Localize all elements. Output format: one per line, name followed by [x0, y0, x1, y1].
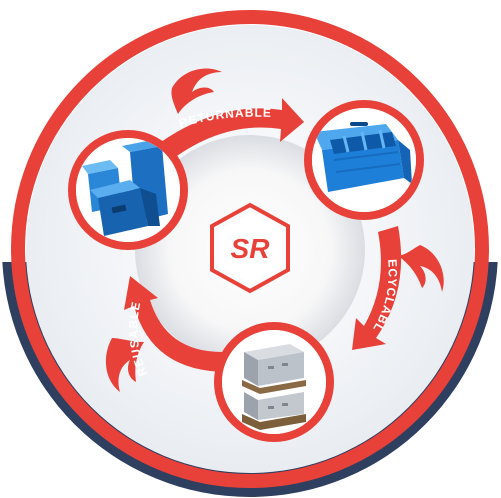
- swoosh-top-icon: [171, 68, 222, 114]
- logo-hexagon: [210, 202, 290, 294]
- blue-plastic-crate-icon: [312, 108, 416, 212]
- blue-corrugated-boxes-icon: [76, 138, 180, 242]
- arrow-reusable: [124, 276, 228, 372]
- photo-blue-boxes: [68, 130, 188, 250]
- arrow-returnable: [150, 98, 304, 164]
- cycle-arrows: [124, 98, 402, 372]
- logo-text: SR: [231, 233, 271, 264]
- swoosh-right-icon: [398, 245, 444, 292]
- sr-logo: SR: [210, 202, 290, 294]
- photo-grey-pallet-boxes: [214, 322, 334, 442]
- outer-red-ring: [11, 10, 489, 488]
- grey-pallet-boxes-icon: [222, 330, 326, 434]
- photo-blue-crate: [304, 100, 424, 220]
- swoosh-bottom-left-icon: [105, 338, 144, 392]
- decorative-swooshes: [105, 68, 444, 392]
- arrow-recyclable: [352, 226, 402, 350]
